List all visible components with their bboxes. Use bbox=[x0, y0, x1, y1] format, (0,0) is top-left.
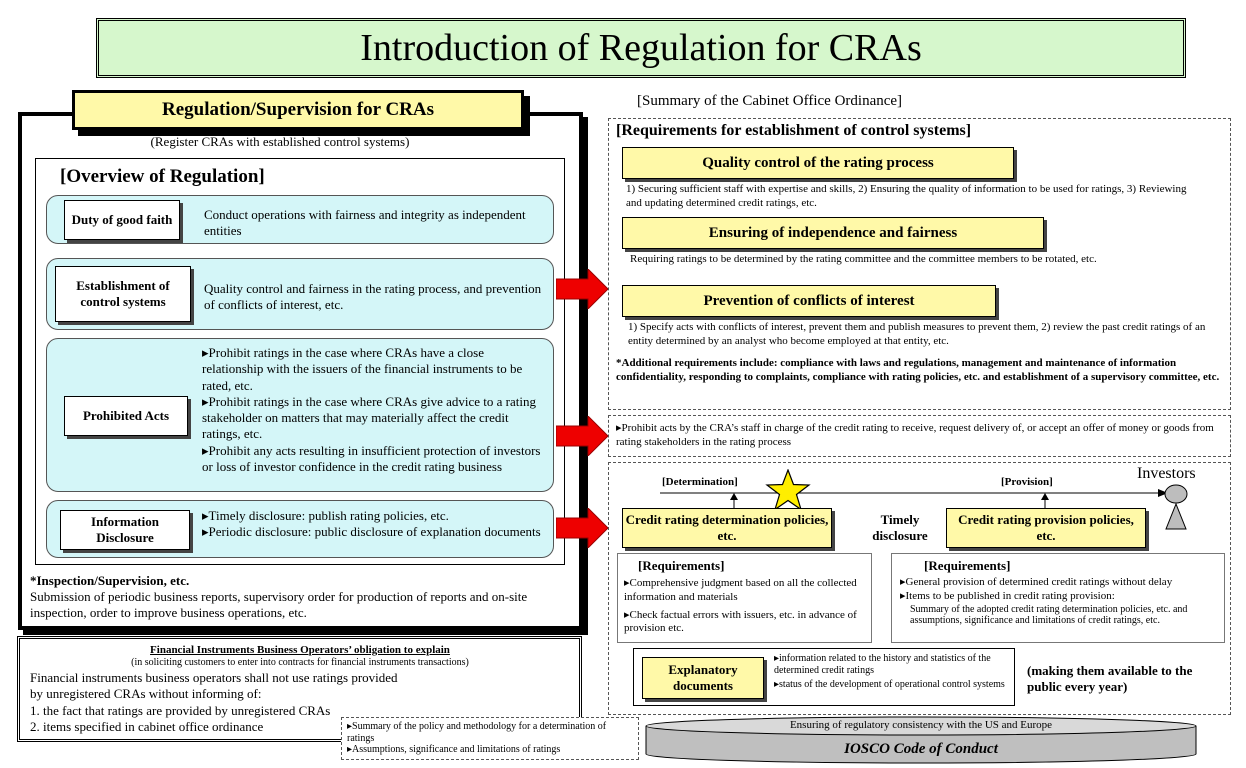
requirements-item: ▸Items to be published in credit rating … bbox=[900, 589, 1115, 602]
provision-label: [Provision] bbox=[1001, 476, 1053, 488]
quality-control-box: Quality control of the rating process bbox=[622, 147, 1014, 179]
explain-subtitle: (in soliciting customers to enter into c… bbox=[131, 657, 469, 668]
additional-requirements: *Additional requirements include: compli… bbox=[616, 357, 1220, 383]
explain-note-line: ▸Assumptions, significance and limitatio… bbox=[347, 744, 561, 755]
requirements-heading: [Requirements] bbox=[924, 558, 1011, 573]
regulation-header: Regulation/Supervision for CRAs bbox=[72, 90, 524, 130]
inspection-title: *Inspection/Supervision, etc. bbox=[30, 573, 190, 588]
requirements-title: [Requirements for establishment of contr… bbox=[616, 122, 972, 139]
summary-title: [Summary of the Cabinet Office Ordinance… bbox=[637, 93, 903, 109]
determination-policies-box: Credit rating determination policies, et… bbox=[622, 508, 832, 548]
prohibit-panel bbox=[608, 415, 1231, 457]
explain-line: by unregistered CRAs without informing o… bbox=[30, 686, 262, 702]
inspection-text: Submission of periodic business reports,… bbox=[30, 589, 528, 621]
explanatory-documents-box: Explanatory documents bbox=[642, 657, 764, 699]
duty-text: Conduct operations with fairness and int… bbox=[204, 207, 526, 239]
iosco-cylinder bbox=[645, 716, 1197, 764]
prohibited-bullet: ▸Prohibit any acts resulting in insuffic… bbox=[202, 442, 541, 474]
timely-disclosure-label: Timely disclosure bbox=[872, 512, 928, 543]
independence-text: Requiring ratings to be determined by th… bbox=[630, 253, 1097, 265]
disclosure-bullet: ▸Periodic disclosure: public disclosure … bbox=[202, 524, 541, 540]
right-arrow-icon bbox=[556, 508, 608, 548]
explain-title: Financial Instruments Business Operators… bbox=[150, 644, 450, 656]
investors-label: Investors bbox=[1137, 465, 1196, 482]
prohibit-text: ▸Prohibit acts by the CRA’s staff in cha… bbox=[616, 422, 1214, 448]
explanatory-item: ▸status of the development of operationa… bbox=[774, 679, 1005, 690]
requirements-item: Summary of the adopted credit rating det… bbox=[910, 603, 1188, 627]
prohibited-bullet: ▸Prohibit ratings in the case where CRAs… bbox=[202, 393, 536, 442]
prohibited-bullets: ▸Prohibit ratings in the case where CRAs… bbox=[202, 345, 547, 475]
independence-box: Ensuring of independence and fairness bbox=[622, 217, 1044, 249]
page-title-text: Introduction of Regulation for CRAs bbox=[360, 27, 922, 69]
iosco-label: IOSCO Code of Conduct bbox=[844, 741, 998, 757]
explain-line: Financial instruments business operators… bbox=[30, 670, 398, 685]
prohibited-bullet: ▸Prohibit ratings in the case where CRAs… bbox=[202, 345, 523, 393]
quality-control-text: 1) Securing sufficient staff with expert… bbox=[626, 183, 1187, 209]
right-arrow-icon bbox=[556, 269, 608, 309]
disclosure-bullet: ▸Timely disclosure: publish rating polic… bbox=[202, 508, 449, 523]
control-label: Establishment of control systems bbox=[55, 266, 191, 322]
control-text: Quality control and fairness in the rati… bbox=[204, 281, 542, 313]
determination-label: [Determination] bbox=[662, 476, 738, 488]
disclosure-label: Information Disclosure bbox=[60, 510, 190, 550]
consistency-label: Ensuring of regulatory consistency with … bbox=[789, 719, 1053, 731]
register-note: (Register CRAs with established control … bbox=[150, 134, 410, 149]
explain-item: 1. the fact that ratings are provided by… bbox=[30, 702, 331, 718]
determination-requirements: [Requirements] ▸Comprehensive judgment b… bbox=[617, 553, 872, 643]
star-icon bbox=[765, 469, 811, 511]
requirements-heading: [Requirements] bbox=[638, 558, 725, 573]
explain-item: 2. items specified in cabinet office ord… bbox=[30, 718, 264, 734]
explain-body: Financial instruments business operators… bbox=[30, 670, 570, 735]
explanatory-items: ▸information related to the history and … bbox=[774, 653, 1016, 691]
requirements-item: ▸Check factual errors with issuers, etc.… bbox=[624, 608, 857, 635]
overview-title: [Overview of Regulation] bbox=[60, 166, 265, 187]
provision-requirements: [Requirements] ▸General provision of det… bbox=[891, 553, 1225, 643]
page-title: Introduction of Regulation for CRAs bbox=[96, 18, 1186, 78]
flow-diagram bbox=[660, 489, 1168, 510]
investor-icon bbox=[1164, 484, 1188, 530]
making-available-note: (making them available to the public eve… bbox=[1027, 663, 1193, 694]
conflicts-text: 1) Specify acts with conflicts of intere… bbox=[628, 321, 1206, 347]
requirements-item: ▸Comprehensive judgment based on all the… bbox=[624, 577, 857, 603]
conflicts-box: Prevention of conflicts of interest bbox=[622, 285, 996, 317]
explain-note: ▸Summary of the policy and methodology f… bbox=[341, 717, 639, 760]
requirements-item: ▸General provision of determined credit … bbox=[900, 576, 1173, 588]
duty-label: Duty of good faith bbox=[64, 200, 180, 240]
explanatory-item: ▸information related to the history and … bbox=[774, 653, 991, 676]
explain-note-line: ▸Summary of the policy and methodology f… bbox=[347, 721, 607, 744]
right-arrow-icon bbox=[556, 416, 608, 456]
prohibited-label: Prohibited Acts bbox=[64, 396, 188, 436]
disclosure-bullets: ▸Timely disclosure: publish rating polic… bbox=[202, 508, 547, 541]
provision-policies-box: Credit rating provision policies, etc. bbox=[946, 508, 1146, 548]
